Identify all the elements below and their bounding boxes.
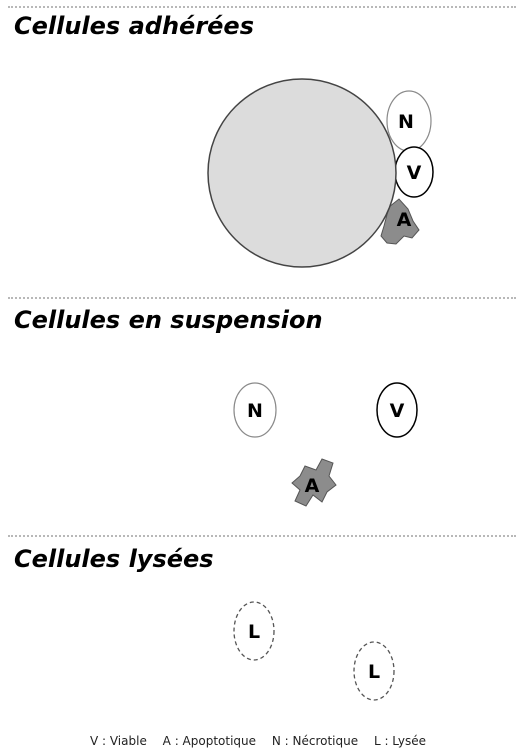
adherent-viable-cell: V	[394, 146, 434, 198]
lysed-cell-2: L	[353, 641, 395, 701]
suspension-necrotic-cell: N	[233, 382, 277, 438]
suspension-apoptotic-cell: A	[291, 458, 337, 507]
suspension-necrotic-label: N	[247, 400, 263, 422]
suspension-cells-group: N V A	[233, 382, 418, 507]
legend-lysed: L : Lysée	[373, 734, 427, 748]
legend-necrotic: N : Nécrotique	[271, 734, 359, 748]
adherent-apoptotic-cell: A	[380, 198, 420, 245]
section-title-adherent: Cellules adhérées	[14, 12, 254, 40]
adherent-necrotic-label: N	[398, 111, 414, 133]
lysed-cell-2-label: L	[368, 661, 380, 683]
lysed-cell-1: L	[233, 601, 275, 661]
lysed-cell-1-label: L	[248, 621, 260, 643]
legend-viable: V : Viable	[89, 734, 147, 748]
divider-suspension-lysed	[8, 535, 516, 537]
legend: V : Viable A : Apoptotique N : Nécrotiqu…	[0, 733, 516, 749]
divider-adherent-suspension	[8, 297, 516, 299]
suspension-viable-cell: V	[376, 382, 418, 438]
suspension-viable-label: V	[390, 400, 405, 422]
section-title-lysed: Cellules lysées	[14, 545, 214, 573]
lysed-cells-group: L L	[233, 601, 395, 701]
adherent-cells-group: N V A	[207, 78, 434, 268]
host-cell	[207, 78, 397, 268]
section-title-suspension: Cellules en suspension	[14, 306, 323, 334]
adherent-necrotic-cell: N	[386, 90, 432, 152]
suspension-apoptotic-label: A	[305, 475, 320, 497]
adherent-viable-label: V	[407, 162, 422, 184]
top-divider	[8, 6, 516, 8]
legend-apoptotic: A : Apoptotique	[162, 734, 257, 748]
adherent-apoptotic-label: A	[397, 209, 412, 231]
